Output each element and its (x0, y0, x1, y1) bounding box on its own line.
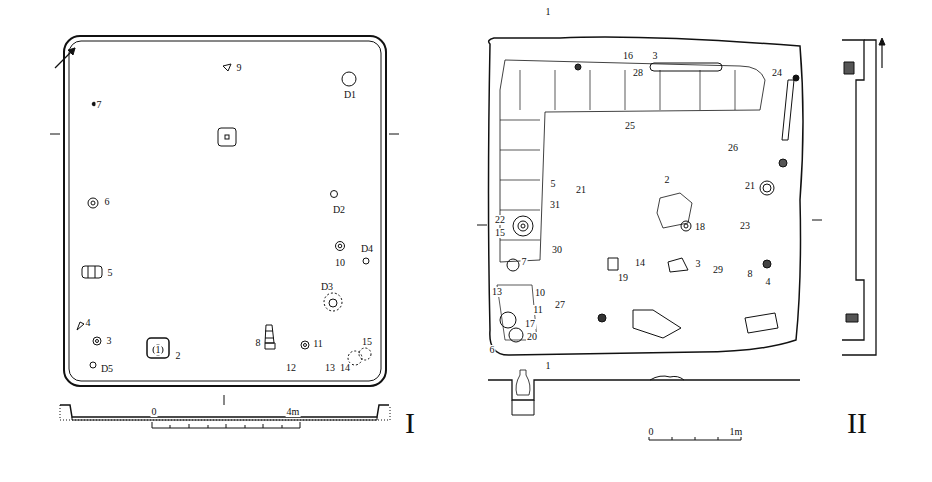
callout-number: 11 (312, 339, 324, 349)
callout-number: 26 (727, 143, 739, 153)
callout-number: D5 (100, 364, 114, 374)
callout-number: 2 (175, 351, 182, 361)
callout-number: 1 (545, 7, 552, 17)
callout-number: 24 (771, 68, 783, 78)
callout-number: 8 (255, 338, 262, 348)
callout-number: D4 (360, 244, 374, 254)
callout-number: 20 (526, 332, 538, 342)
callout-number: 21 (744, 181, 756, 191)
callout-number: 4 (765, 277, 772, 287)
callout-number: 1 (155, 345, 162, 355)
callout-number: 1m (729, 427, 744, 437)
callout-number: 11 (532, 305, 544, 315)
callout-number: 9 (236, 63, 243, 73)
callout-number: 29 (712, 265, 724, 275)
callout-number: 17 (524, 319, 536, 329)
callout-number: 14 (339, 363, 351, 373)
callout-number: 30 (551, 245, 563, 255)
callout-number: 1 (545, 361, 552, 371)
callout-number: 31 (549, 200, 561, 210)
callout-number: 4 (85, 318, 92, 328)
callout-number: 16 (622, 51, 634, 61)
callout-number: 6 (489, 345, 496, 355)
callout-number: D3 (320, 282, 334, 292)
callout-number: 15 (361, 337, 373, 347)
callout-number: 5 (550, 179, 557, 189)
callout-number: 14 (634, 258, 646, 268)
callout-number: 0 (151, 407, 158, 417)
callout-number: 10 (334, 258, 346, 268)
callout-number: I (404, 408, 416, 438)
callout-number: 3 (695, 259, 702, 269)
callout-number: 28 (632, 68, 644, 78)
callout-number: 12 (285, 363, 297, 373)
callout-number: 7 (521, 257, 528, 267)
callout-number: 2 (664, 175, 671, 185)
callout-number: 0 (648, 427, 655, 437)
callout-number: 21 (575, 185, 587, 195)
callout-number: 13 (491, 287, 503, 297)
callout-number: 4m (286, 407, 301, 417)
callout-number: 19 (617, 273, 629, 283)
callout-number: 22 (494, 215, 506, 225)
callout-number: 15 (494, 228, 506, 238)
callout-number: 10 (534, 288, 546, 298)
callout-number: 13 (324, 363, 336, 373)
callout-number: 25 (624, 121, 636, 131)
callout-number: 23 (739, 221, 751, 231)
callout-number: 3 (106, 336, 113, 346)
callout-number: 18 (694, 222, 706, 232)
callout-number: II (846, 408, 868, 438)
callout-number: 7 (96, 100, 103, 110)
callout-number: 6 (104, 197, 111, 207)
callout-number: 27 (554, 300, 566, 310)
callout-number: 3 (652, 51, 659, 61)
callout-number: D1 (343, 90, 357, 100)
callout-number: 5 (107, 268, 114, 278)
callout-number: 8 (747, 269, 754, 279)
callout-number: D2 (332, 205, 346, 215)
